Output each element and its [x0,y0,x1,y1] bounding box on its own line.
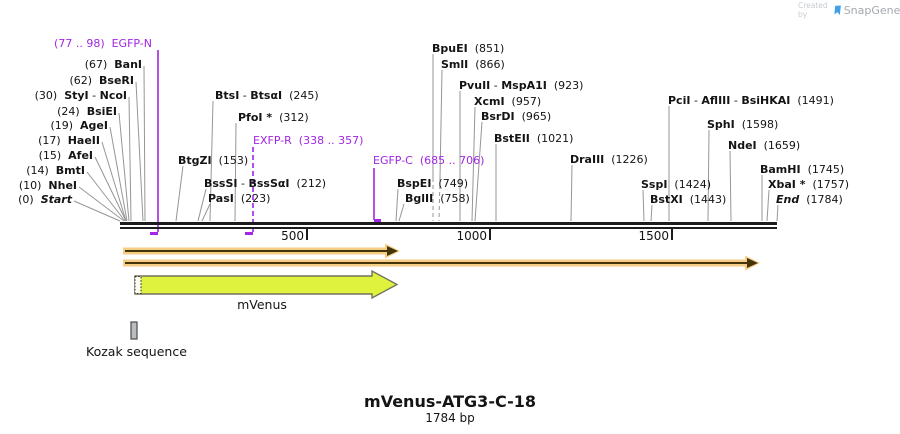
site-label-SmlI[interactable]: SmlI (866) [441,58,505,71]
mvenus-start-segment[interactable] [134,276,142,294]
snapgene-branding: Created by SnapGene [798,1,900,19]
leader-line-BtgZI [175,165,184,222]
site-label-End[interactable]: End (1784) [776,193,843,206]
site-label-HaeII[interactable]: (17) HaeII [38,134,100,147]
site-label-SphI[interactable]: SphI (1598) [707,118,779,131]
snapgene-flag-icon [834,5,841,15]
leader-line-BssSI-BssSaI [197,188,207,222]
site-label-PfoI[interactable]: PfoI * (312) [238,111,309,124]
site-label-BpuEI[interactable]: BpuEI (851) [432,42,505,55]
leader-line-BanI [143,65,146,222]
site-label-BanI[interactable]: (67) BanI [84,58,142,71]
leader-line-AfeI [94,156,127,222]
leader-line-Start [73,200,121,222]
leader-line-End [776,204,779,222]
plasmid-name: mVenus-ATG3-C-18 [364,392,536,411]
mvenus-feature-label[interactable]: mVenus [237,297,287,312]
site-label-DraIII[interactable]: DraIII (1226) [570,153,648,166]
leader-line-dashed-SmlI [438,177,441,222]
site-label-BstXI[interactable]: BstXI (1443) [650,193,727,206]
kozak-box[interactable] [130,321,138,340]
site-label-XcmI[interactable]: XcmI (957) [474,95,542,108]
leader-line-NheI [78,186,125,222]
leader-line-AgeI [109,126,128,222]
site-label-EGFP-C[interactable]: EGFP-C (685 .. 706) [373,154,485,167]
site-label-BtgZI[interactable]: BtgZI (153) [178,154,249,167]
site-label-BstEII[interactable]: BstEII (1021) [494,132,574,145]
leader-line-NdeI [729,150,732,222]
created-by-text: Created by [798,1,828,19]
leader-line-BsiEI [118,112,130,222]
plasmid-title-block: mVenus-ATG3-C-18 1784 bp [250,393,650,426]
sequence-ruler-line [120,227,777,229]
leader-line-PasI [201,203,211,222]
site-label-BsiEI[interactable]: (24) BsiEI [57,105,117,118]
leader-line-SphI [707,129,710,222]
snapgene-brand-text: SnapGene [843,3,900,17]
site-label-PciI-AflIII-BsiHKAI[interactable]: PciI - AflIII - BsiHKAI (1491) [668,94,834,107]
site-label-BtsI-BtsaI[interactable]: BtsI - BtsαI (245) [215,89,319,102]
site-label-XbaI[interactable]: XbaI * (1757) [768,178,850,191]
site-label-StyI-NcoI[interactable]: (30) StyI - NcoI [34,89,127,102]
site-label-AfeI[interactable]: (15) AfeI [38,149,93,162]
site-label-BglII[interactable]: BglII (758) [405,192,470,205]
site-label-BmtI[interactable]: (14) BmtI [26,164,85,177]
sequence-bar[interactable] [120,222,777,225]
leader-line-DraIII [570,164,573,222]
kozak-feature-label[interactable]: Kozak sequence [86,344,187,359]
site-label-PasI[interactable]: PasI (223) [208,192,271,205]
leader-line-BglII [398,203,405,222]
site-label-BsrDI[interactable]: BsrDI (965) [481,110,552,123]
site-label-BssSI-BssSaI[interactable]: BssSI - BssSαI (212) [204,177,327,190]
leader-line-BseRI [135,81,144,222]
site-label-AgeI[interactable]: (19) AgeI [50,119,108,132]
leader-line-BspEI [395,188,399,222]
ruler-label-1000: 1000 [456,229,487,243]
mvenus-arrow[interactable] [134,269,399,300]
plasmid-length: 1784 bp [425,411,475,425]
site-label-BamHI[interactable]: BamHI (1745) [760,163,845,176]
leader-line-SmlI [439,69,443,179]
leader-line-BstXI [650,204,653,222]
site-label-PvuII-MspA1I[interactable]: PvuII - MspA1I (923) [459,79,584,92]
site-label-EGFP-N[interactable]: (77 .. 98) EGFP-N [54,37,152,50]
site-label-NheI[interactable]: (10) NheI [18,179,77,192]
orf-arrow-2-head [747,258,758,268]
site-label-BseRI[interactable]: (62) BseRI [69,74,134,87]
leader-line-PfoI [234,122,237,222]
leader-line-BmtI [86,171,126,222]
site-label-SspI[interactable]: SspI (1424) [641,178,712,191]
site-label-EXFP-R[interactable]: EXFP-R (338 .. 357) [253,134,364,147]
leader-line-XcmI [471,106,476,222]
ruler-label-1500: 1500 [638,229,669,243]
leader-line-SspI [642,189,645,222]
site-label-BspEI[interactable]: BspEI (749) [397,177,468,190]
leader-line-XbaI [766,189,770,222]
site-label-NdeI[interactable]: NdeI (1659) [728,139,801,152]
orf-arrow-1-head [387,246,398,256]
leader-line-HaeII [101,141,127,222]
site-label-Start[interactable]: (0) Start [18,193,72,206]
leader-line-BsrDI [474,121,483,222]
ruler-label-500: 500 [281,229,304,243]
leader-line-BtsI-BtsaI [209,100,214,222]
leader-line-StyI-NcoI [128,96,132,222]
